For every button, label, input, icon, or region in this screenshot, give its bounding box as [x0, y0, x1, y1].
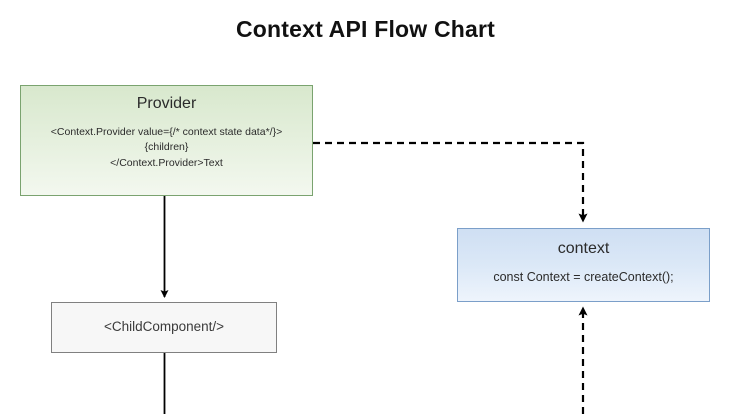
node-child-component[interactable]: <ChildComponent/> — [51, 302, 277, 353]
node-provider-code: <Context.Provider value={/* context stat… — [50, 126, 283, 169]
page-title: Context API Flow Chart — [235, 16, 496, 42]
node-context-code: const Context = createContext(); — [493, 270, 674, 285]
node-context-title: context — [557, 240, 610, 257]
node-child-component-title: <ChildComponent/> — [103, 319, 225, 335]
edge-provider-to-context-path — [313, 141, 588, 223]
node-provider[interactable]: Provider <Context.Provider value={/* con… — [20, 85, 313, 196]
node-provider-title: Provider — [136, 95, 197, 112]
node-context[interactable]: context const Context = createContext(); — [457, 228, 710, 302]
